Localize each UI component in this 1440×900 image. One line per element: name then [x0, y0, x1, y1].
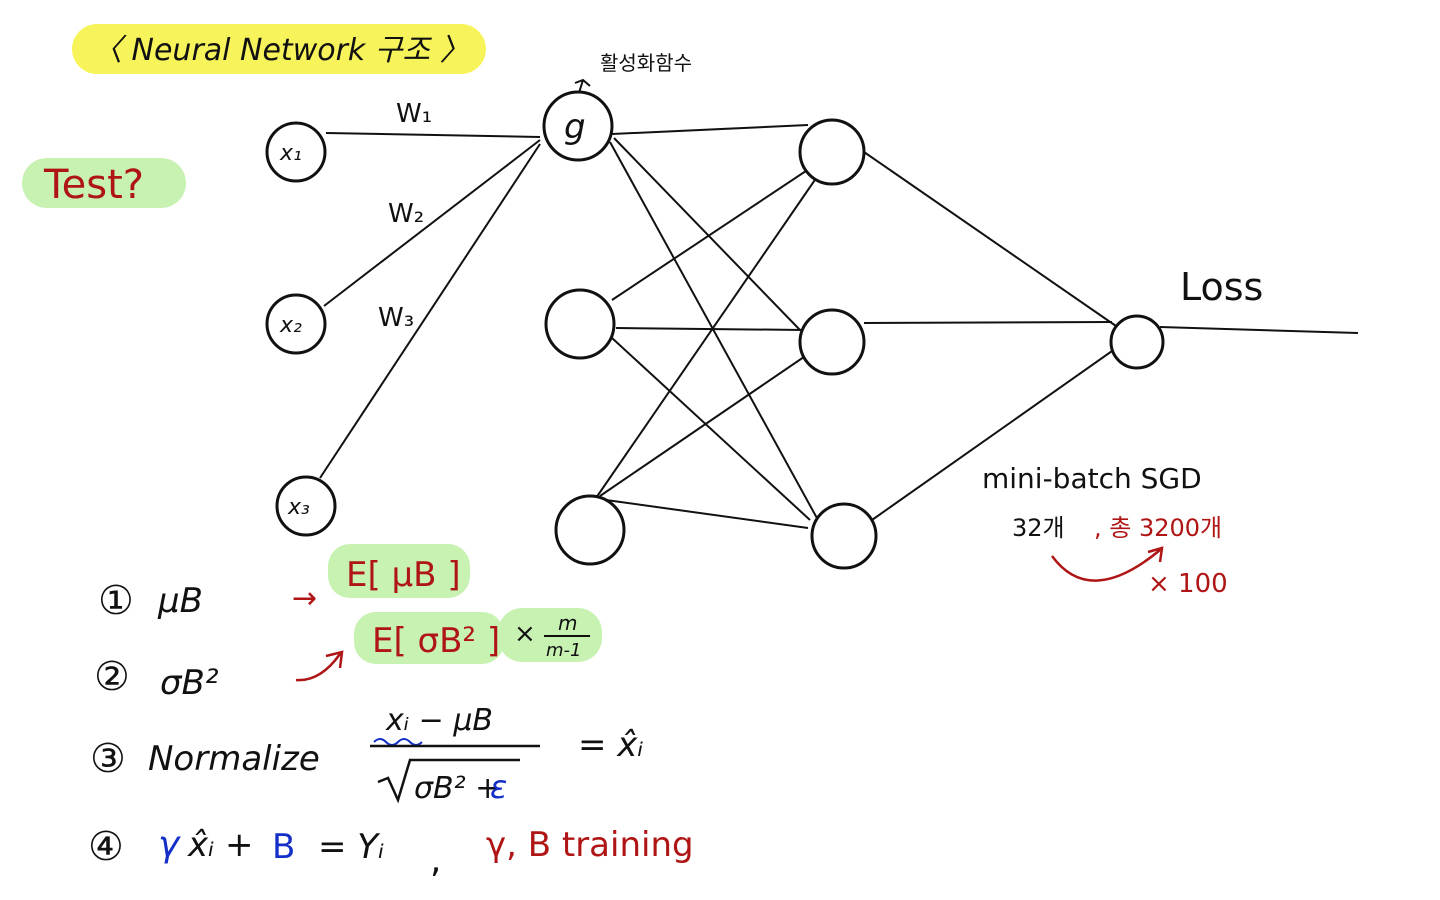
step4-rest: = Yᵢ: [318, 827, 384, 867]
network-edges: [319, 124, 1359, 529]
activation-label: 활성화함수: [600, 51, 692, 75]
step3-epsilon: ε: [490, 768, 507, 806]
hidden2-node-2: [798, 308, 866, 376]
blue-underline-icon: [373, 738, 423, 746]
minibatch-title: mini-batch SGD: [982, 462, 1202, 495]
sqrt-sign-icon: [377, 758, 520, 804]
activation-symbol: g: [564, 107, 586, 147]
input-node-2: [265, 293, 327, 355]
loss-node: [1109, 314, 1165, 370]
step1-test-highlight: [328, 544, 470, 598]
minibatch-count: 32개: [1012, 514, 1065, 542]
input-node-3: [275, 475, 337, 537]
minibatch-multiplier: × 100: [1148, 569, 1228, 599]
hidden2-node-3: [810, 502, 878, 570]
test-label: Test?: [43, 162, 144, 208]
step2-number: ②: [94, 654, 130, 700]
step2-test-expr: E[ σB² ]: [372, 621, 500, 661]
step3-denominator: σB² +: [414, 771, 500, 806]
network-nodes: [265, 90, 1165, 570]
step4-xhat-plus: x̂ᵢ +: [187, 825, 254, 865]
step2-expr: σB²: [160, 663, 219, 703]
step3-label: Normalize: [148, 739, 320, 779]
step3-result: = x̂ᵢ: [578, 725, 644, 765]
step2-test-highlight: [354, 612, 504, 664]
input-label-1: x₁: [279, 141, 302, 166]
weight-label-1: W₁: [396, 99, 432, 129]
hidden1-node-2: [544, 288, 616, 360]
step4-comma: ,: [430, 840, 441, 881]
step1-arrow: →: [292, 581, 317, 616]
hidden1-node-1: [542, 90, 614, 162]
page-title: 〈 Neural Network 구조 〉: [92, 33, 470, 68]
step2-factor-denominator: m-1: [546, 640, 581, 661]
step1-expr: μB: [157, 581, 203, 621]
step3-numerator: xᵢ − μB: [385, 703, 493, 738]
step4-training: γ, B training: [486, 825, 694, 865]
hidden2-node-1: [798, 118, 866, 186]
weight-label-3: W₃: [378, 303, 414, 333]
step4-beta: B: [272, 827, 295, 867]
loss-label: Loss: [1180, 265, 1263, 309]
hidden1-node-3: [554, 494, 626, 566]
step2-factor-times: ×: [514, 619, 536, 649]
step2-factor-numerator: m: [558, 611, 577, 635]
step4-number: ④: [88, 824, 124, 870]
minibatch-total: , 총 3200개: [1094, 514, 1222, 542]
step4-gamma: γ: [158, 824, 181, 865]
title-highlight: [72, 24, 486, 74]
weight-label-2: W₂: [388, 199, 424, 229]
input-label-3: x₃: [287, 495, 310, 520]
input-node-1: [265, 121, 327, 183]
curved-arrow-icon: [1050, 546, 1164, 582]
input-label-2: x₂: [279, 313, 302, 338]
step2-arrow-icon: [295, 650, 344, 682]
step1-test-expr: E[ μB ]: [346, 555, 461, 595]
step3-number: ③: [90, 736, 126, 782]
step1-number: ①: [98, 578, 134, 624]
test-highlight: [22, 158, 186, 208]
